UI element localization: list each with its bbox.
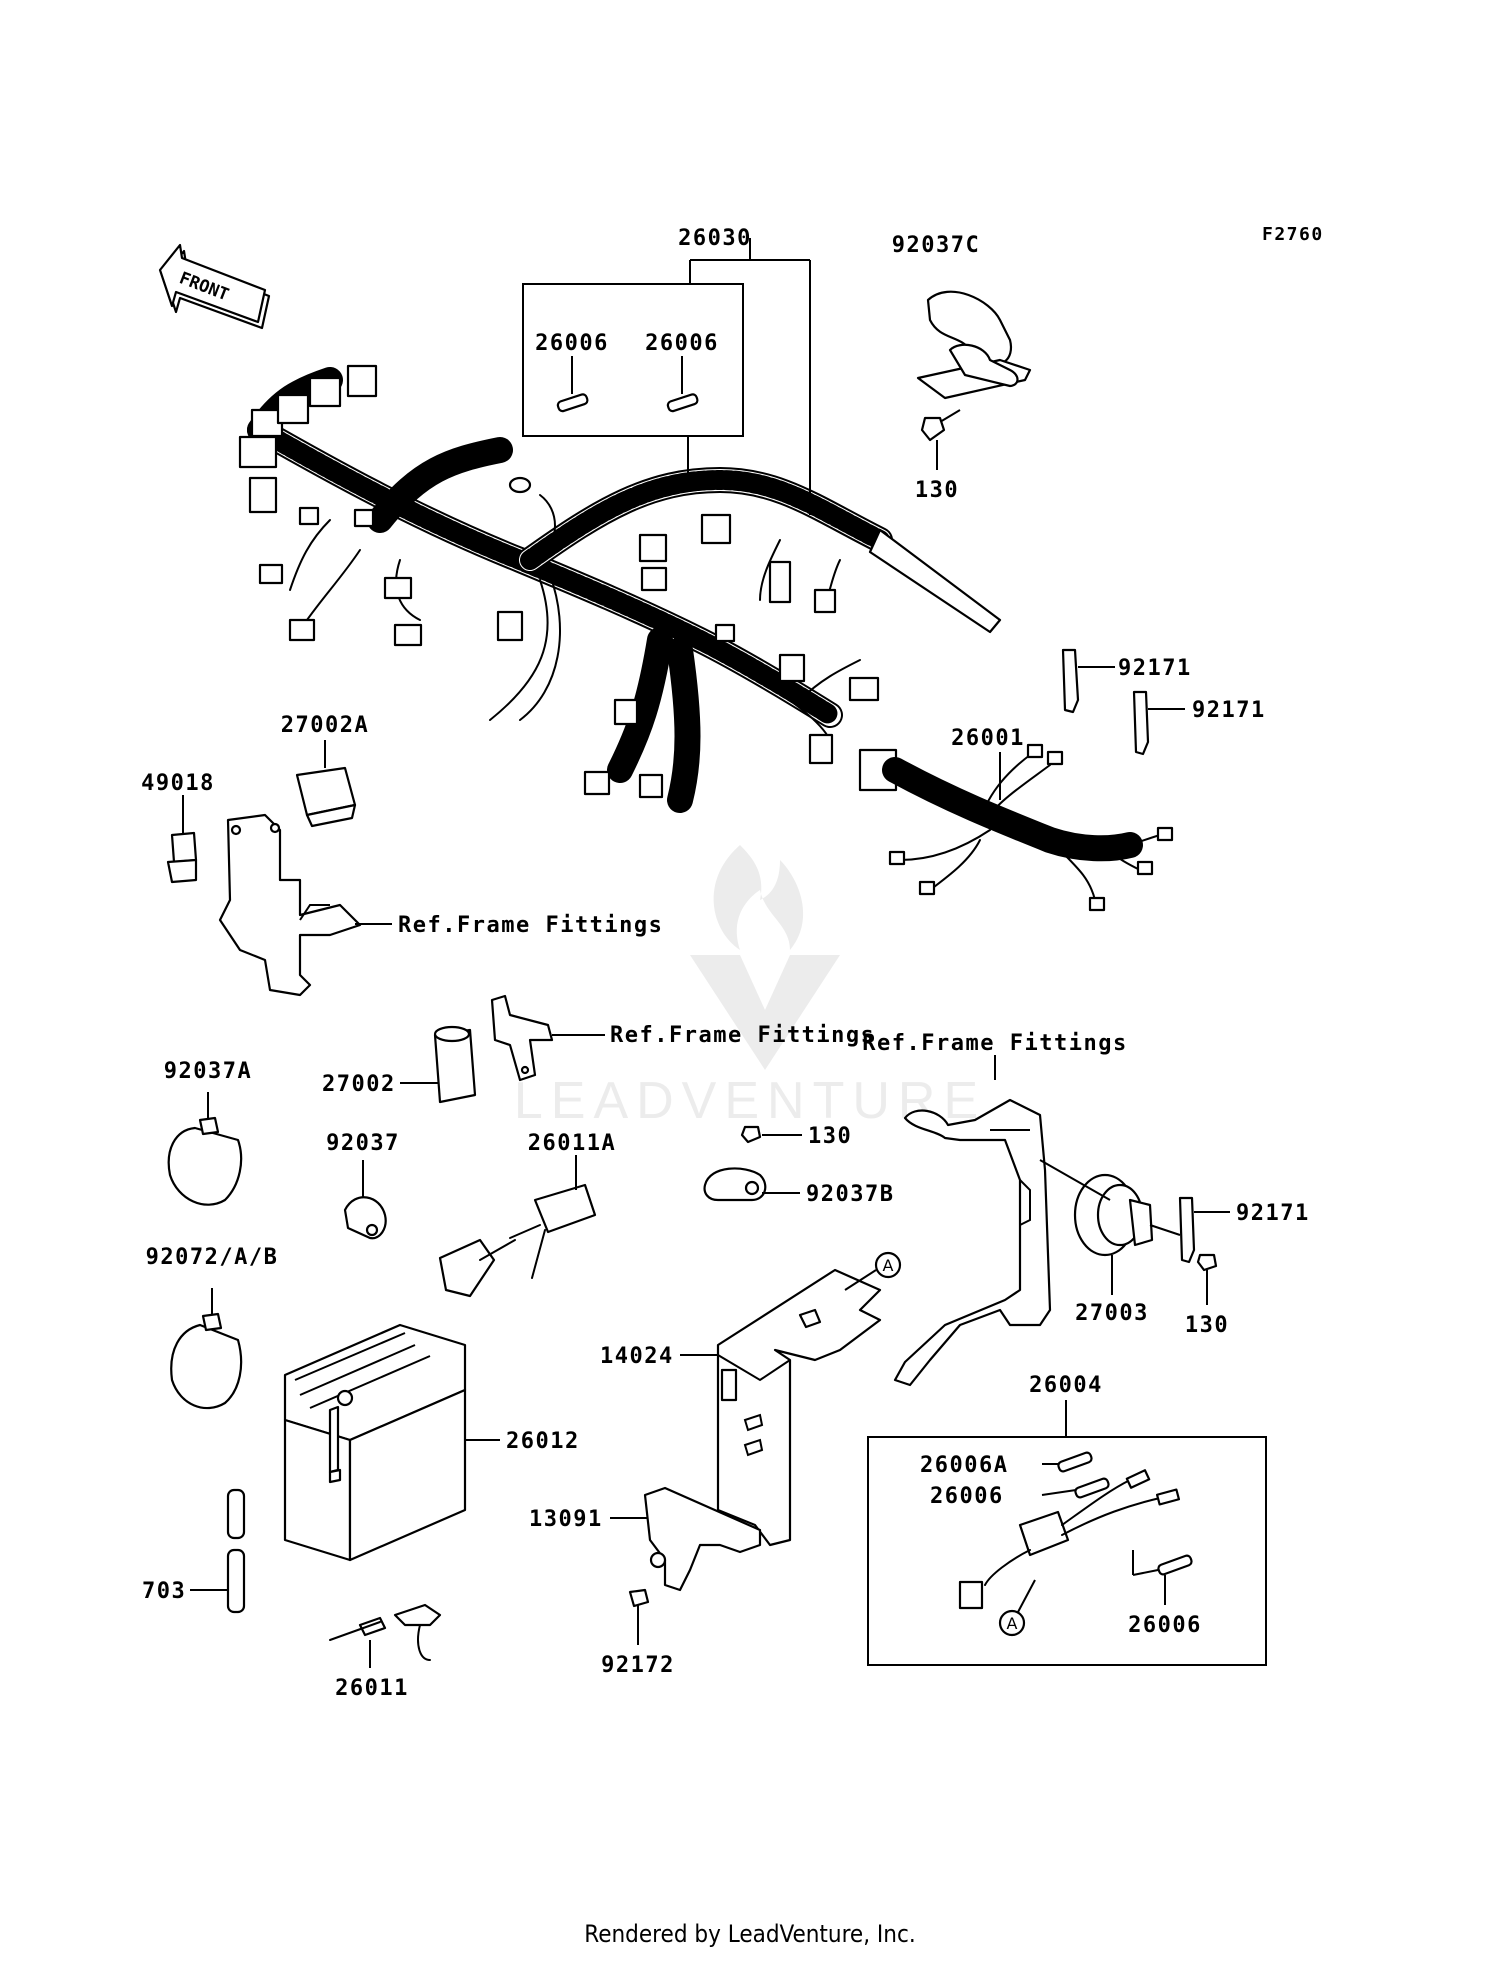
callout-26011a: 26011A bbox=[528, 1131, 616, 1156]
band-92171-pair bbox=[1061, 648, 1185, 756]
mark-a-label-1: A bbox=[883, 1256, 894, 1275]
cover-14024 bbox=[680, 1268, 882, 1547]
horn-bracket bbox=[893, 1055, 1052, 1387]
mark-a-holder: A bbox=[998, 1579, 1036, 1637]
sub-harness-26001 bbox=[858, 743, 1174, 912]
callout-26006-box-c: 26006 bbox=[1128, 1613, 1202, 1638]
horn-27003 bbox=[1039, 1159, 1181, 1295]
callout-92072-a-b: 92072/A/B bbox=[146, 1245, 279, 1270]
ref-frame-fittings-2: Ref.Frame Fittings bbox=[610, 1023, 875, 1048]
callout-92171-b: 92171 bbox=[1192, 698, 1266, 723]
callout-92172: 92172 bbox=[601, 1653, 675, 1678]
clip-92037b bbox=[703, 1125, 802, 1202]
callout-130-right: 130 bbox=[1185, 1313, 1229, 1338]
relay-49018 bbox=[166, 795, 198, 884]
fuse-holder-box bbox=[867, 1400, 1267, 1666]
callout-92037a: 92037A bbox=[164, 1059, 252, 1084]
clamp-92037 bbox=[343, 1160, 387, 1240]
mark-a-label-2: A bbox=[1007, 1614, 1018, 1633]
callout-26006-fuse-a: 26006 bbox=[535, 331, 609, 356]
tube-703 bbox=[190, 1488, 246, 1614]
footer-credit: Rendered by LeadVenture, Inc. bbox=[584, 1920, 916, 1948]
front-arrow-icon: FRONT bbox=[158, 243, 271, 330]
callout-49018: 49018 bbox=[141, 771, 215, 796]
callout-13091: 13091 bbox=[529, 1507, 603, 1532]
callout-130-top: 130 bbox=[915, 478, 959, 503]
mark-a-cover: A bbox=[844, 1251, 902, 1291]
callout-92037: 92037 bbox=[326, 1131, 400, 1156]
relay-27002 bbox=[400, 1025, 477, 1104]
ref-frame-fittings-3: Ref.Frame Fittings bbox=[862, 1031, 1127, 1056]
callout-26001: 26001 bbox=[951, 726, 1025, 751]
figure-code: F2760 bbox=[1262, 224, 1324, 245]
watermark-text: LEADVENTURE bbox=[514, 1072, 986, 1130]
callout-92037b: 92037B bbox=[806, 1182, 894, 1207]
ref-frame-fittings-1: Ref.Frame Fittings bbox=[398, 913, 663, 938]
callout-130-mid: 130 bbox=[808, 1124, 852, 1149]
callout-26004: 26004 bbox=[1029, 1373, 1103, 1398]
callout-26012: 26012 bbox=[506, 1429, 580, 1454]
battery-26012 bbox=[283, 1323, 500, 1562]
callout-703: 703 bbox=[142, 1579, 186, 1604]
callout-92171-a: 92171 bbox=[1118, 656, 1192, 681]
relay-bracket bbox=[218, 813, 362, 997]
watermark-logo bbox=[690, 845, 840, 1070]
clip-92037c bbox=[916, 290, 1032, 470]
fuse-detail-box bbox=[522, 238, 811, 515]
cable-26011 bbox=[329, 1603, 442, 1668]
callout-26011: 26011 bbox=[335, 1676, 409, 1701]
callout-27003: 27003 bbox=[1075, 1301, 1149, 1326]
callout-27002: 27002 bbox=[322, 1072, 396, 1097]
mid-bracket bbox=[490, 994, 554, 1082]
bracket-13091 bbox=[610, 1486, 762, 1592]
callout-26006-box-b: 26006 bbox=[930, 1484, 1004, 1509]
band-92171-horn bbox=[1178, 1196, 1230, 1305]
callout-27002a: 27002A bbox=[281, 713, 369, 738]
tie-92072 bbox=[170, 1288, 243, 1410]
tie-92037a bbox=[167, 1092, 243, 1206]
callout-26006-fuse-b: 26006 bbox=[645, 331, 719, 356]
callout-26030: 26030 bbox=[678, 226, 752, 251]
callout-92171-c: 92171 bbox=[1236, 1201, 1310, 1226]
main-wiring-harness bbox=[238, 364, 1002, 813]
cable-26011a bbox=[438, 1155, 597, 1298]
callout-14024: 14024 bbox=[600, 1344, 674, 1369]
screw-92172 bbox=[628, 1588, 650, 1645]
callout-92037c: 92037C bbox=[892, 233, 980, 258]
relay-27002a bbox=[295, 740, 357, 828]
callout-26006a: 26006A bbox=[920, 1453, 1008, 1478]
